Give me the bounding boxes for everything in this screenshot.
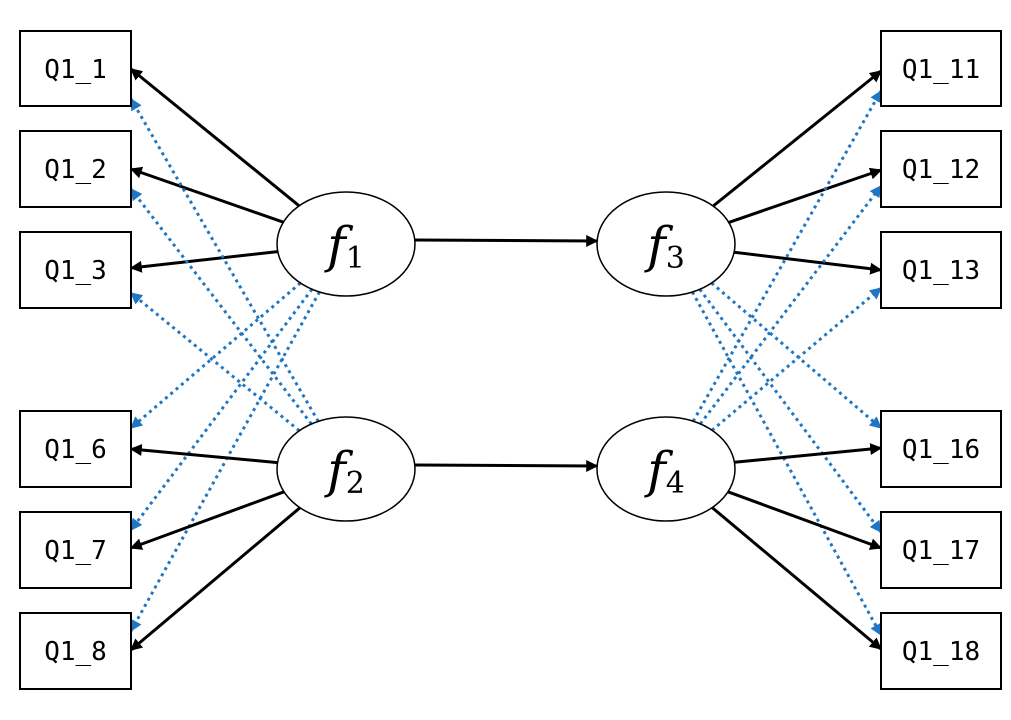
indicator-box-q1-18: Q1_18 [880,612,1002,690]
indicator-label-q1-16: Q1_16 [902,435,980,465]
edge-f2-to-q1-8-solid [130,506,301,652]
edge-f1-to-q1-6-dotted [130,281,302,430]
indicator-box-q1-2: Q1_2 [19,130,132,208]
indicator-box-q1-17: Q1_17 [880,511,1002,589]
edge-f3-to-q1-17-dotted [698,288,883,533]
factor-node-f3: f3 [596,191,736,297]
edge-f3-to-q1-16-dotted [710,281,882,430]
indicator-label-q1-6: Q1_6 [44,435,107,465]
indicator-box-q1-6: Q1_6 [19,410,132,488]
indicator-box-q1-7: Q1_7 [19,511,132,589]
edge-f1-to-f3-solid [414,234,599,247]
indicator-label-q1-17: Q1_17 [902,536,980,566]
factor-node-f4: f4 [596,416,736,522]
indicator-label-q1-7: Q1_7 [44,536,107,566]
edge-f4-to-q1-13-dotted [711,286,882,432]
indicator-box-q1-1: Q1_1 [19,30,132,107]
edge-f4-to-q1-18-solid [711,506,882,651]
edge-f1-to-q1-7-dotted [129,288,314,531]
indicator-box-q1-8: Q1_8 [19,612,132,690]
factor-node-f1: f1 [276,191,416,297]
indicator-label-q1-3: Q1_3 [44,256,107,286]
factor-node-f2: f2 [276,416,416,522]
edge-f2-to-q1-1-dotted [129,97,320,423]
indicator-box-q1-3: Q1_3 [19,231,132,309]
edge-f1-to-q1-8-dotted [129,291,321,633]
edge-f3-to-q1-13-solid [733,250,883,275]
indicator-box-q1-12: Q1_12 [880,130,1002,208]
edge-f4-to-q1-12-dotted [699,185,883,425]
edge-f3-to-q1-18-dotted [691,291,883,637]
indicator-box-q1-11: Q1_11 [880,30,1002,107]
edge-f2-to-q1-6-solid [129,444,278,465]
edge-f2-to-f4-solid [414,459,599,472]
edge-f4-to-q1-11-dotted [691,89,883,422]
indicator-label-q1-1: Q1_1 [44,55,107,85]
edges-layer [129,67,883,652]
factor-label-f3: f3 [643,216,685,276]
indicator-label-q1-13: Q1_13 [902,256,980,286]
edge-f4-to-q1-16-solid [734,443,883,464]
edge-f1-to-q1-2-solid [129,166,284,224]
indicator-box-q1-13: Q1_13 [880,231,1002,309]
indicator-label-q1-18: Q1_18 [902,637,980,667]
indicator-label-q1-2: Q1_2 [44,155,107,185]
edge-f2-to-q1-3-dotted [130,291,301,432]
indicator-label-q1-11: Q1_11 [902,55,980,85]
edge-f3-to-q1-11-solid [712,69,882,208]
edge-f3-to-q1-12-solid [728,167,883,224]
indicator-label-q1-8: Q1_8 [44,637,107,667]
edge-f1-to-q1-1-solid [130,67,301,207]
edge-f4-to-q1-17-solid [727,490,883,550]
edge-f2-to-q1-7-solid [129,490,285,550]
indicator-label-q1-12: Q1_12 [902,155,980,185]
edge-f2-to-q1-2-dotted [129,188,313,425]
indicator-box-q1-16: Q1_16 [880,410,1002,488]
edge-f1-to-q1-3-solid [129,250,278,273]
